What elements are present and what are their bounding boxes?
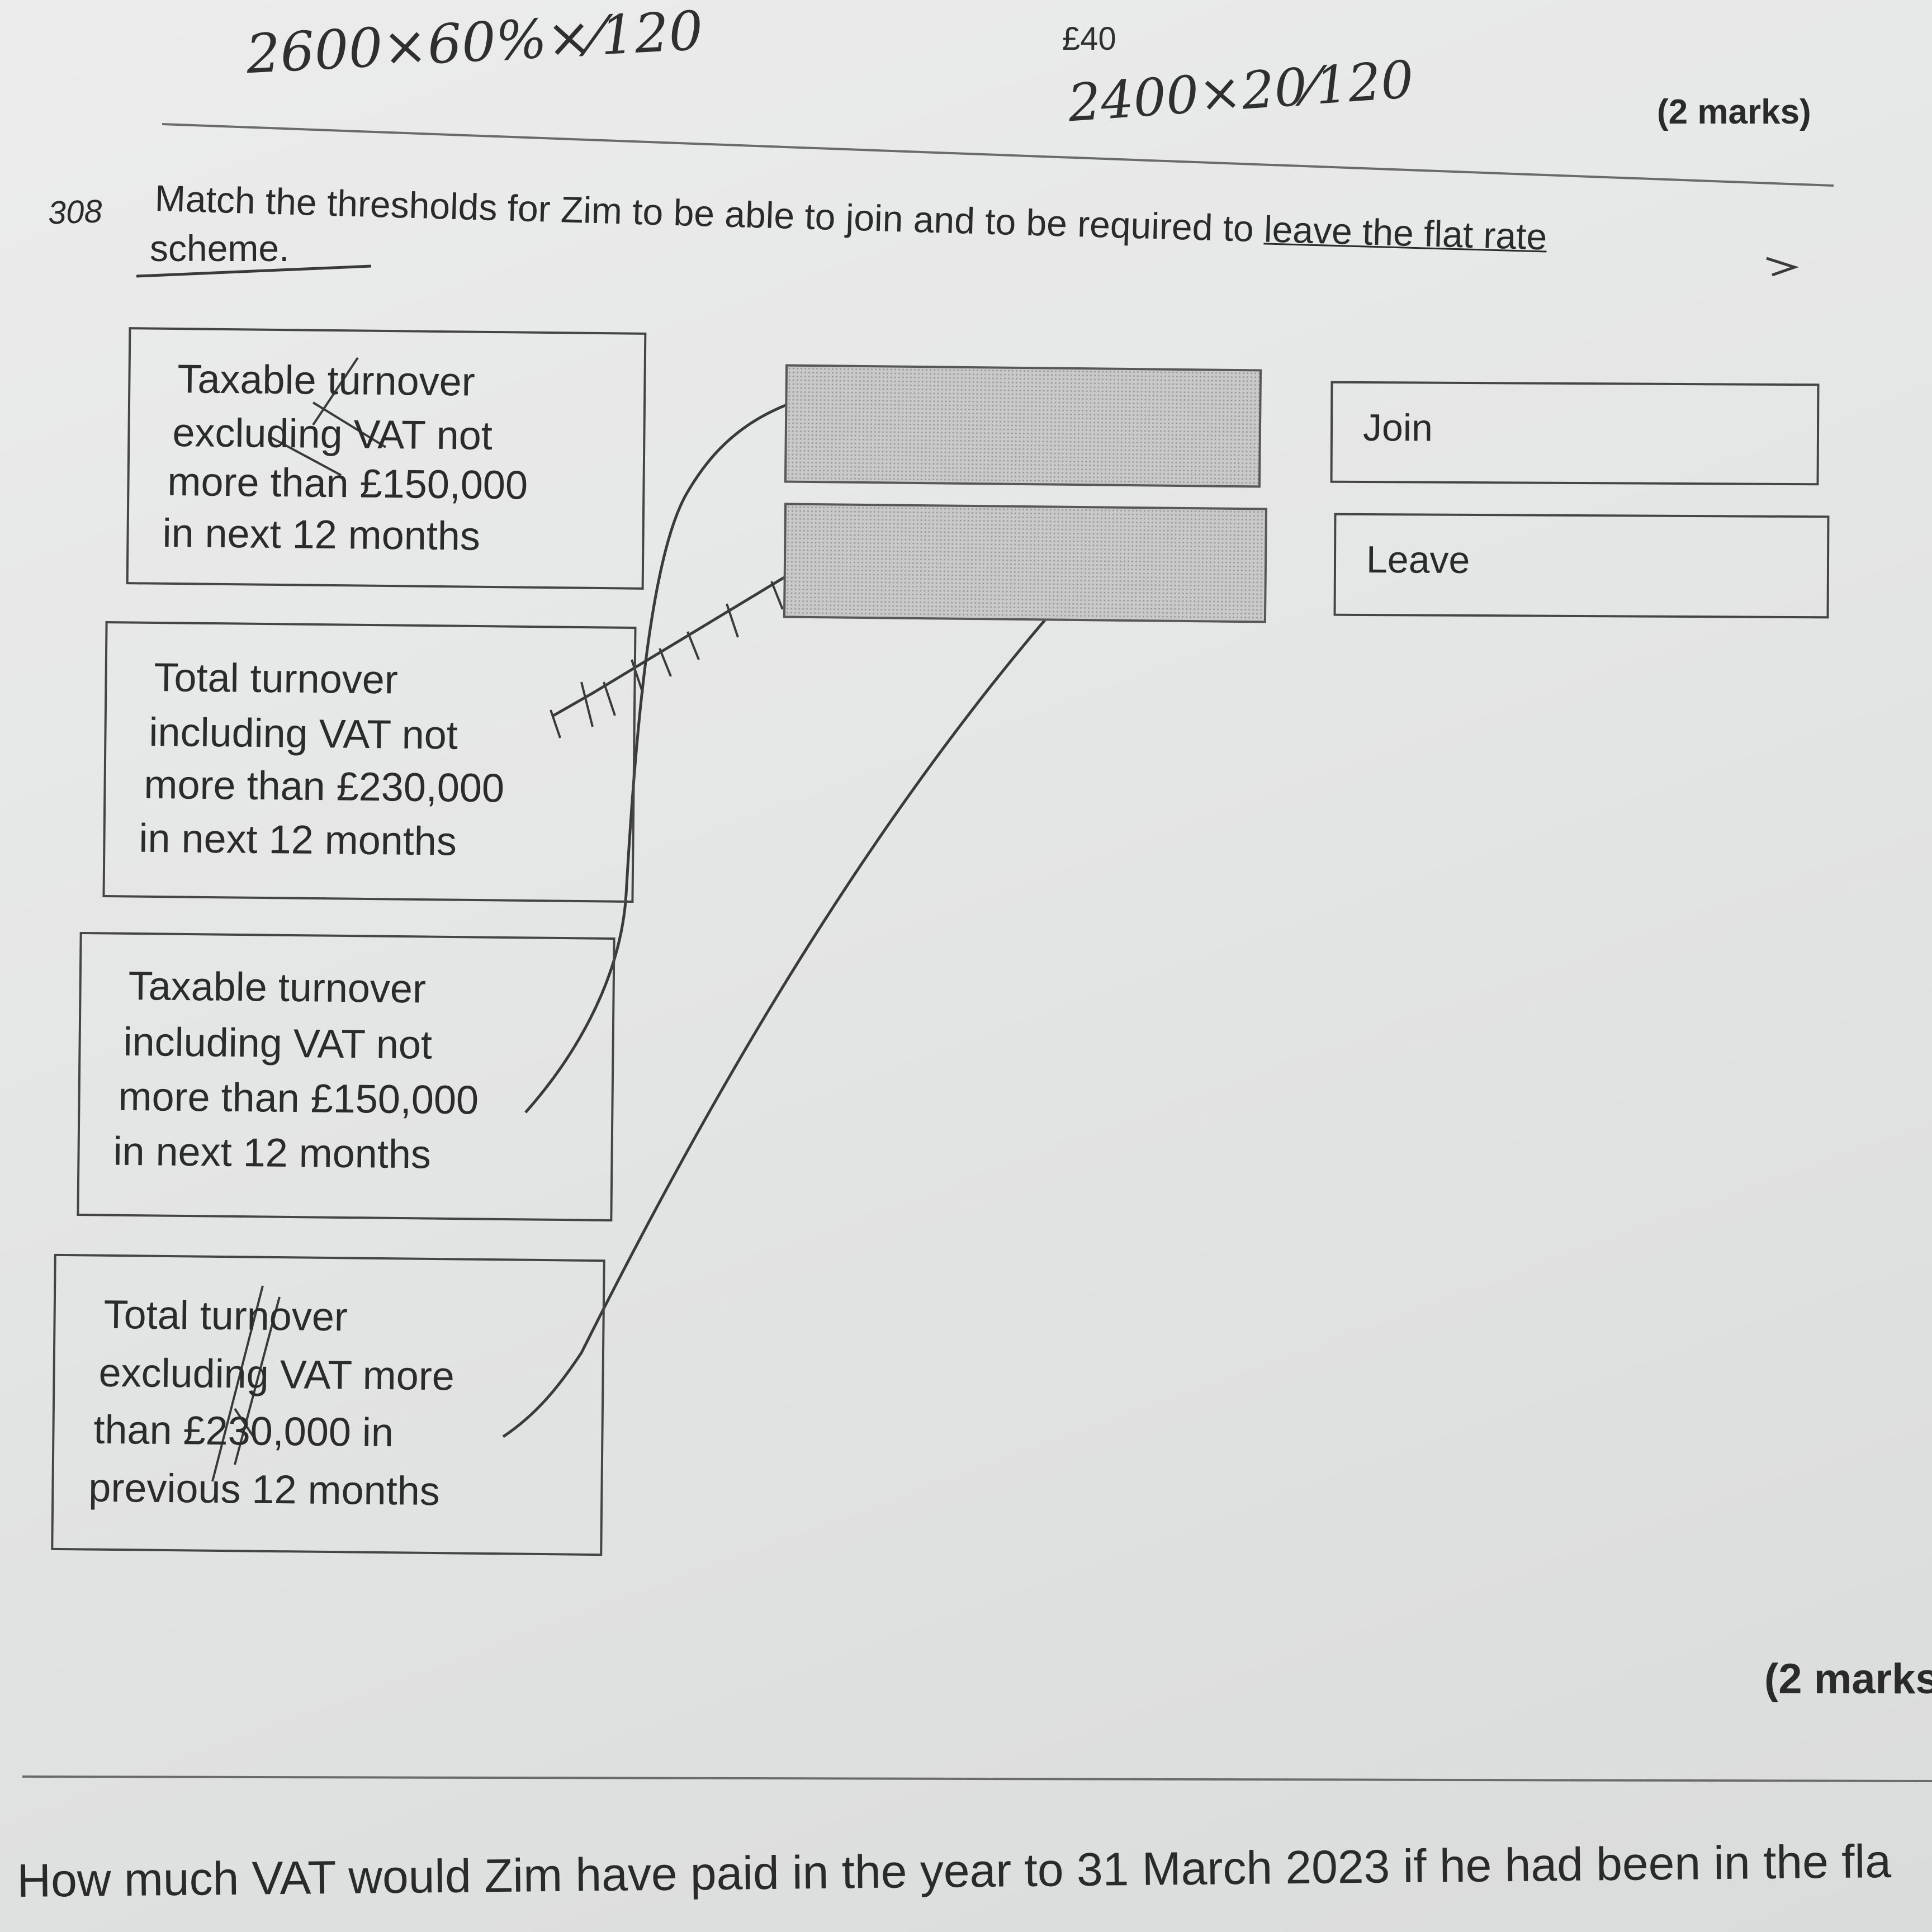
question-308-marks: (2 marks <box>1764 1655 1932 1703</box>
threshold-4-line-1: Total turnover <box>103 1292 348 1340</box>
threshold-3-line-2: including VAT not <box>123 1019 433 1068</box>
question-number: 308 <box>47 193 103 231</box>
threshold-1-line-2: excluding VAT not <box>172 410 493 458</box>
threshold-box-1[interactable]: Taxable turnover excluding VAT not more … <box>126 327 647 590</box>
option-join-label: Join <box>1362 406 1433 449</box>
threshold-box-3[interactable]: Taxable turnover including VAT not more … <box>77 931 615 1222</box>
threshold-4-line-3: than £230,000 in <box>93 1407 394 1456</box>
answer-line-bottom <box>22 1775 1932 1782</box>
threshold-2-line-3: more than £230,000 <box>144 762 505 811</box>
threshold-1-line-1: Taxable turnover <box>177 357 476 405</box>
scribble-box4 <box>211 1285 281 1482</box>
question-text-underlined: leave the flat rate <box>1263 208 1548 258</box>
threshold-box-2[interactable]: Total turnover including VAT not more th… <box>102 621 637 903</box>
handwritten-pound-note: £40 <box>1062 21 1116 57</box>
answer-slot-2[interactable] <box>783 503 1268 623</box>
threshold-box-4[interactable]: Total turnover excluding VAT more than £… <box>51 1253 605 1556</box>
threshold-2-line-1: Total turnover <box>154 655 399 703</box>
threshold-2-line-4: in next 12 months <box>139 816 457 864</box>
scribble-box1 <box>268 357 387 476</box>
match-line-join <box>524 384 850 1114</box>
threshold-3-line-3: more than £150,000 <box>118 1074 479 1123</box>
threshold-1-line-3: more than £150,000 <box>167 459 528 508</box>
answer-slot-1[interactable] <box>784 364 1262 488</box>
threshold-4-line-4: previous 12 months <box>88 1465 441 1514</box>
answer-line-top <box>162 123 1834 187</box>
threshold-2-line-2: including VAT not <box>149 709 458 758</box>
threshold-1-line-4: in next 12 months <box>162 510 481 559</box>
match-line-leave <box>502 561 1097 1438</box>
previous-question-marks: (2 marks) <box>1657 93 1811 131</box>
option-leave-label: Leave <box>1366 538 1470 581</box>
option-leave[interactable]: Leave <box>1333 513 1830 619</box>
question-text-line2: scheme. <box>150 228 290 269</box>
leave-arrow-mark <box>1766 257 1799 277</box>
option-join[interactable]: Join <box>1330 381 1820 486</box>
threshold-3-line-4: in next 12 months <box>113 1129 432 1177</box>
scheme-underline <box>136 264 372 278</box>
threshold-4-line-2: excluding VAT more <box>98 1350 455 1399</box>
threshold-3-line-1: Taxable turnover <box>128 963 427 1012</box>
